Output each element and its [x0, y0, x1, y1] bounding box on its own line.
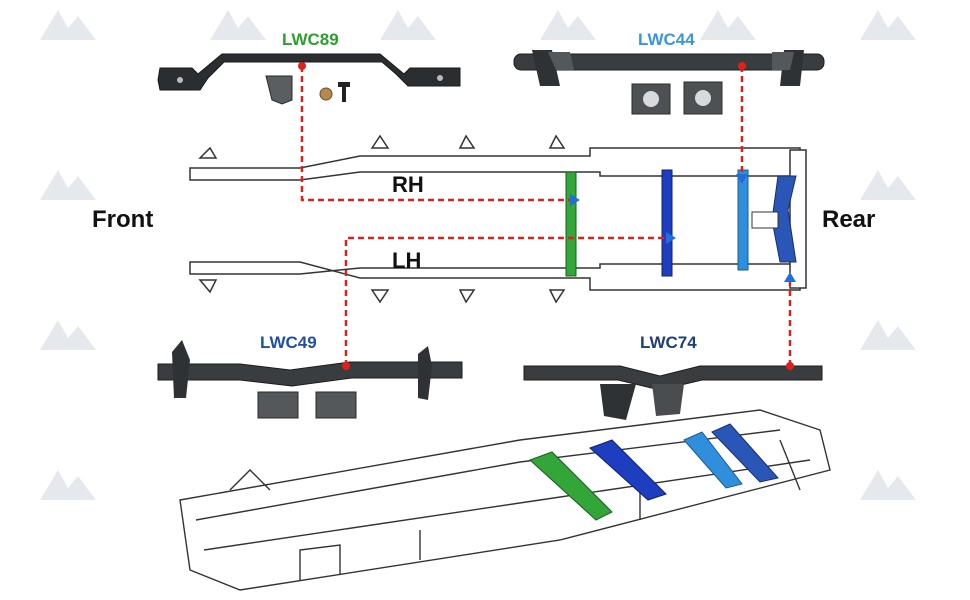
- part-code-lwc49: LWC49: [260, 333, 317, 352]
- watermark-logos: [40, 10, 916, 500]
- front-label: Front: [92, 206, 154, 233]
- frame-isometric-crossmembers: [529, 423, 779, 521]
- part-code-lwc44: LWC44: [638, 30, 695, 49]
- part-lwc49-crossmember: [157, 340, 463, 419]
- lh-rail-label: LH: [392, 248, 422, 273]
- part-lwc44-crossmember: [513, 50, 825, 115]
- leader-dots: [298, 62, 794, 370]
- leader-arrows: [570, 174, 796, 282]
- part-code-lwc89: LWC89: [282, 30, 339, 49]
- part-lwc89-crossmember: [157, 53, 461, 105]
- frame-top-view: [189, 134, 807, 304]
- part-code-lwc74: LWC74: [640, 333, 697, 352]
- frame-top-view-crossmembers: [565, 169, 797, 277]
- rh-rail-label: RH: [392, 172, 424, 197]
- rear-label: Rear: [822, 206, 876, 233]
- part-lwc74-crossmember: [523, 365, 823, 420]
- leader-lines: [300, 66, 792, 366]
